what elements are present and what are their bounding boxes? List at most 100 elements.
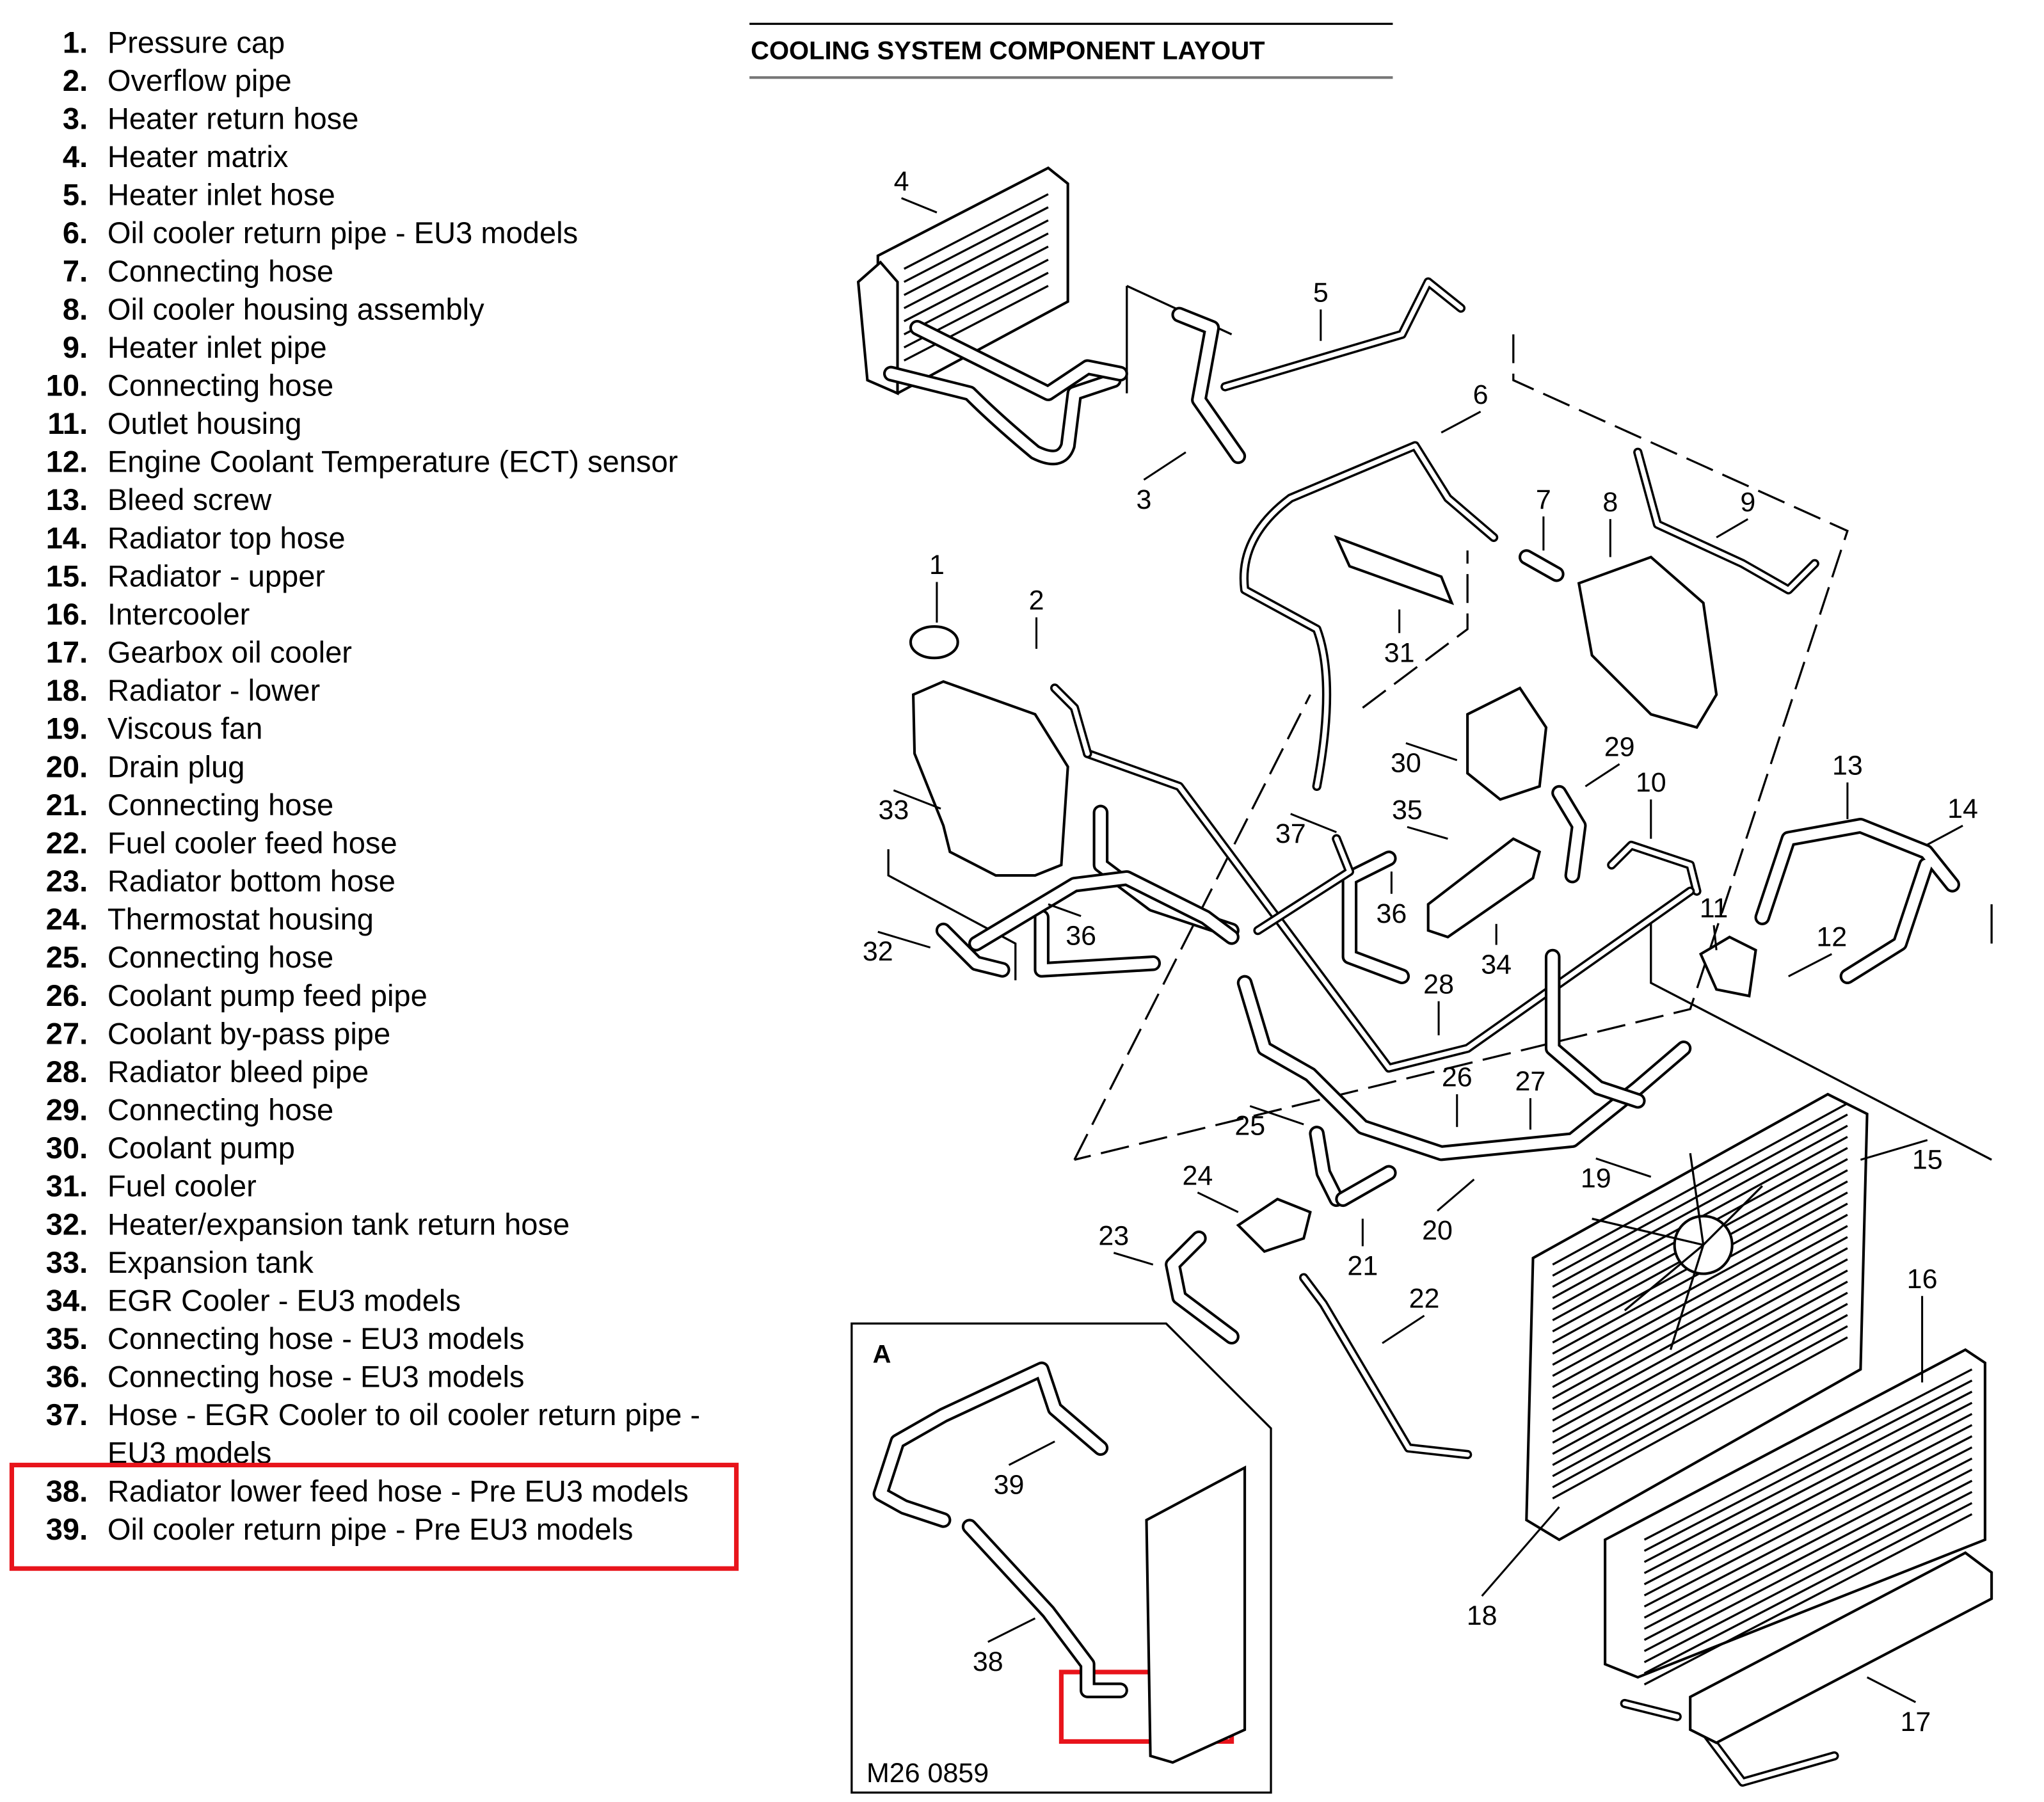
connecting-hose-25-inner	[1311, 1128, 1342, 1204]
connecting-hose-7-inner	[1521, 552, 1562, 580]
legend-label: Heater inlet hose	[108, 178, 335, 212]
outline-lines	[887, 285, 1993, 1161]
legend-label: Fuel cooler	[108, 1169, 257, 1203]
connecting-hose-10-inner	[1609, 843, 1700, 894]
legend-item: 20.Drain plug	[46, 749, 245, 783]
callout-21: 21	[1347, 1251, 1378, 1282]
legend-number: 16.	[46, 597, 88, 631]
legend-item: 27.Coolant by-pass pipe	[46, 1016, 390, 1050]
legend-item: 33.Expansion tank	[46, 1245, 314, 1279]
legend-number: 1.	[63, 25, 88, 59]
callout-36: 36	[1376, 898, 1407, 929]
legend-label: Heater matrix	[108, 140, 289, 173]
legend-item: 31.Fuel cooler	[46, 1169, 257, 1203]
callout-33: 33	[878, 795, 909, 825]
legend-label: Oil cooler return pipe - EU3 models	[108, 216, 578, 250]
legend-label: Radiator - lower	[108, 673, 320, 707]
legend-item: 36.Connecting hose - EU3 models	[46, 1360, 525, 1394]
callout-36: 36	[1066, 921, 1096, 952]
heater-inlet-hose-5-inner	[1222, 280, 1464, 389]
legend-item: 16.Intercooler	[46, 597, 250, 631]
fuel-cooler	[1334, 535, 1455, 605]
legend-label: Connecting hose	[108, 369, 333, 403]
leader-line	[987, 1617, 1036, 1643]
leader-line	[1382, 1314, 1425, 1344]
legend-number: 37.	[46, 1398, 88, 1431]
legend-label: Heater/expansion tank return hose	[108, 1207, 570, 1241]
leader-line	[1713, 925, 1718, 950]
radiator	[1525, 1092, 1869, 1542]
callout-28: 28	[1423, 969, 1454, 1000]
legend-label: Radiator bottom hose	[108, 864, 395, 898]
leader-line	[1437, 1178, 1475, 1212]
overflow-pipe-2-inner	[1052, 685, 1090, 756]
callout-10: 10	[1636, 767, 1666, 798]
legend-item: 38.Radiator lower feed hose - Pre EU3 mo…	[46, 1474, 689, 1508]
leader-line	[893, 789, 941, 810]
callout-15: 15	[1912, 1145, 1943, 1176]
legend-item: 28.Radiator bleed pipe	[46, 1055, 369, 1088]
leader-line	[1860, 1139, 1928, 1161]
legend-item: 8. Oil cooler housing assembly	[63, 292, 484, 326]
legend-number: 4.	[63, 140, 88, 173]
highlight-box-legend-38-39	[9, 1462, 739, 1571]
legend-number: 10.	[46, 369, 88, 403]
legend-item: 4. Heater matrix	[63, 140, 289, 173]
thermostat-housing	[1236, 1197, 1312, 1254]
callout-22: 22	[1409, 1284, 1440, 1314]
legend-label: Thermostat housing	[108, 902, 374, 936]
callout-37: 37	[1275, 818, 1306, 849]
callout-35: 35	[1392, 795, 1423, 825]
legend-label: Viscous fan	[108, 712, 263, 746]
heater-inlet-hose-stub-inner	[912, 323, 1126, 399]
legend-number: 13.	[46, 482, 88, 516]
callout-38: 38	[973, 1647, 1003, 1677]
leader-line	[877, 930, 931, 949]
legend-item: 14.Radiator top hose	[46, 521, 346, 555]
connecting-hose-29-inner	[1554, 787, 1585, 881]
callout-31: 31	[1384, 637, 1415, 668]
legend-number: 3.	[63, 101, 88, 135]
legend-label: Pressure cap	[108, 25, 285, 59]
callout-29: 29	[1604, 732, 1635, 763]
inset-frame	[850, 1322, 1272, 1794]
legend-number: 25.	[46, 940, 88, 974]
legend-label: Connecting hose	[108, 940, 333, 974]
legend-item: 6. Oil cooler return pipe - EU3 models	[63, 216, 578, 250]
callout-7: 7	[1536, 484, 1551, 515]
leader-line	[1441, 410, 1481, 434]
legend-number: 20.	[46, 749, 88, 783]
oil-cooler-return-pipe-6-inner	[1242, 443, 1496, 789]
legend-item: 23.Radiator bottom hose	[46, 864, 395, 898]
legend-number: 8.	[63, 292, 88, 326]
legend-label: Coolant pump	[108, 1131, 295, 1165]
legend-number: 32.	[46, 1207, 88, 1241]
legend-number: 18.	[46, 673, 88, 707]
hose-37	[1253, 834, 1355, 936]
leader-line	[1926, 824, 1963, 847]
callout-34: 34	[1481, 950, 1512, 980]
legend-label: Coolant pump feed pipe	[108, 978, 427, 1012]
callout-25: 25	[1234, 1110, 1265, 1141]
callout-16: 16	[1907, 1264, 1938, 1295]
legend-number: 17.	[46, 635, 88, 669]
leader-line	[1048, 903, 1082, 917]
legend-label: Outlet housing	[108, 406, 302, 440]
legend-label: Oil cooler housing assembly	[108, 292, 484, 326]
page-title: COOLING SYSTEM COMPONENT LAYOUT	[751, 37, 1265, 65]
legend-item: 25. Connecting hose	[46, 940, 334, 974]
legend-label: Connecting hose - EU3 models	[108, 1360, 525, 1394]
oil-cooler-return-pipe-39-inner	[875, 1364, 1106, 1526]
legend-number: 34.	[46, 1283, 88, 1317]
legend-item: 34.EGR Cooler - EU3 models	[46, 1283, 461, 1317]
legend-number: 7.	[63, 254, 88, 288]
connecting-hose-21-inner	[1337, 1167, 1394, 1204]
legend-label: Bleed screw	[108, 482, 272, 516]
leader-line	[1143, 451, 1186, 481]
legend-item: 5.Heater inlet hose	[63, 178, 335, 212]
legend-number: 6.	[63, 216, 88, 250]
leader-line	[901, 197, 938, 214]
legend-item: 12.Engine Coolant Temperature (ECT) sens…	[46, 445, 678, 479]
legend-number: 35.	[46, 1321, 88, 1355]
legend-number: 22.	[46, 825, 88, 859]
